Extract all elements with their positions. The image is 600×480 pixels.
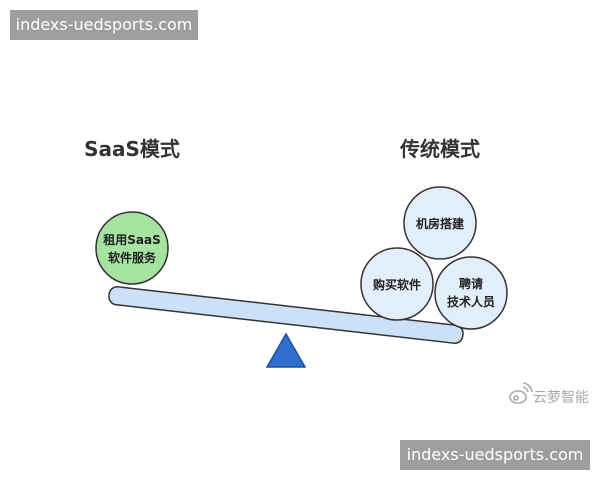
- traditional-weight-circle-left: 购买软件: [360, 247, 434, 321]
- watermark-banner-top: indexs-uedsports.com: [10, 10, 198, 40]
- traditional-heading: 传统模式: [399, 137, 480, 161]
- traditional-weight-label: 机房搭建: [416, 216, 465, 231]
- saas-weight-label-line-1: 租用SaaS: [103, 233, 160, 247]
- traditional-weight-label-line-2: 技术人员: [447, 294, 495, 309]
- triangle-fulcrum-icon: [265, 332, 307, 368]
- seesaw-beam: [108, 286, 464, 344]
- saas-weight-label-line-2: 软件服务: [108, 250, 157, 265]
- traditional-weight-label: 购买软件: [373, 277, 421, 292]
- saas-heading: SaaS模式: [84, 137, 180, 161]
- weibo-icon: [509, 382, 533, 404]
- saas-weight-circle: 租用SaaS 软件服务: [95, 211, 169, 285]
- traditional-weight-label-line-1: 聘请: [459, 276, 483, 291]
- watermark-banner-bottom: indexs-uedsports.com: [400, 440, 590, 470]
- traditional-weight-circle-right: 聘请 技术人员: [434, 256, 508, 330]
- weibo-watermark: 云萝智能: [509, 382, 589, 406]
- traditional-weight-circle-top: 机房搭建: [403, 186, 477, 260]
- weibo-watermark-text: 云萝智能: [533, 390, 589, 406]
